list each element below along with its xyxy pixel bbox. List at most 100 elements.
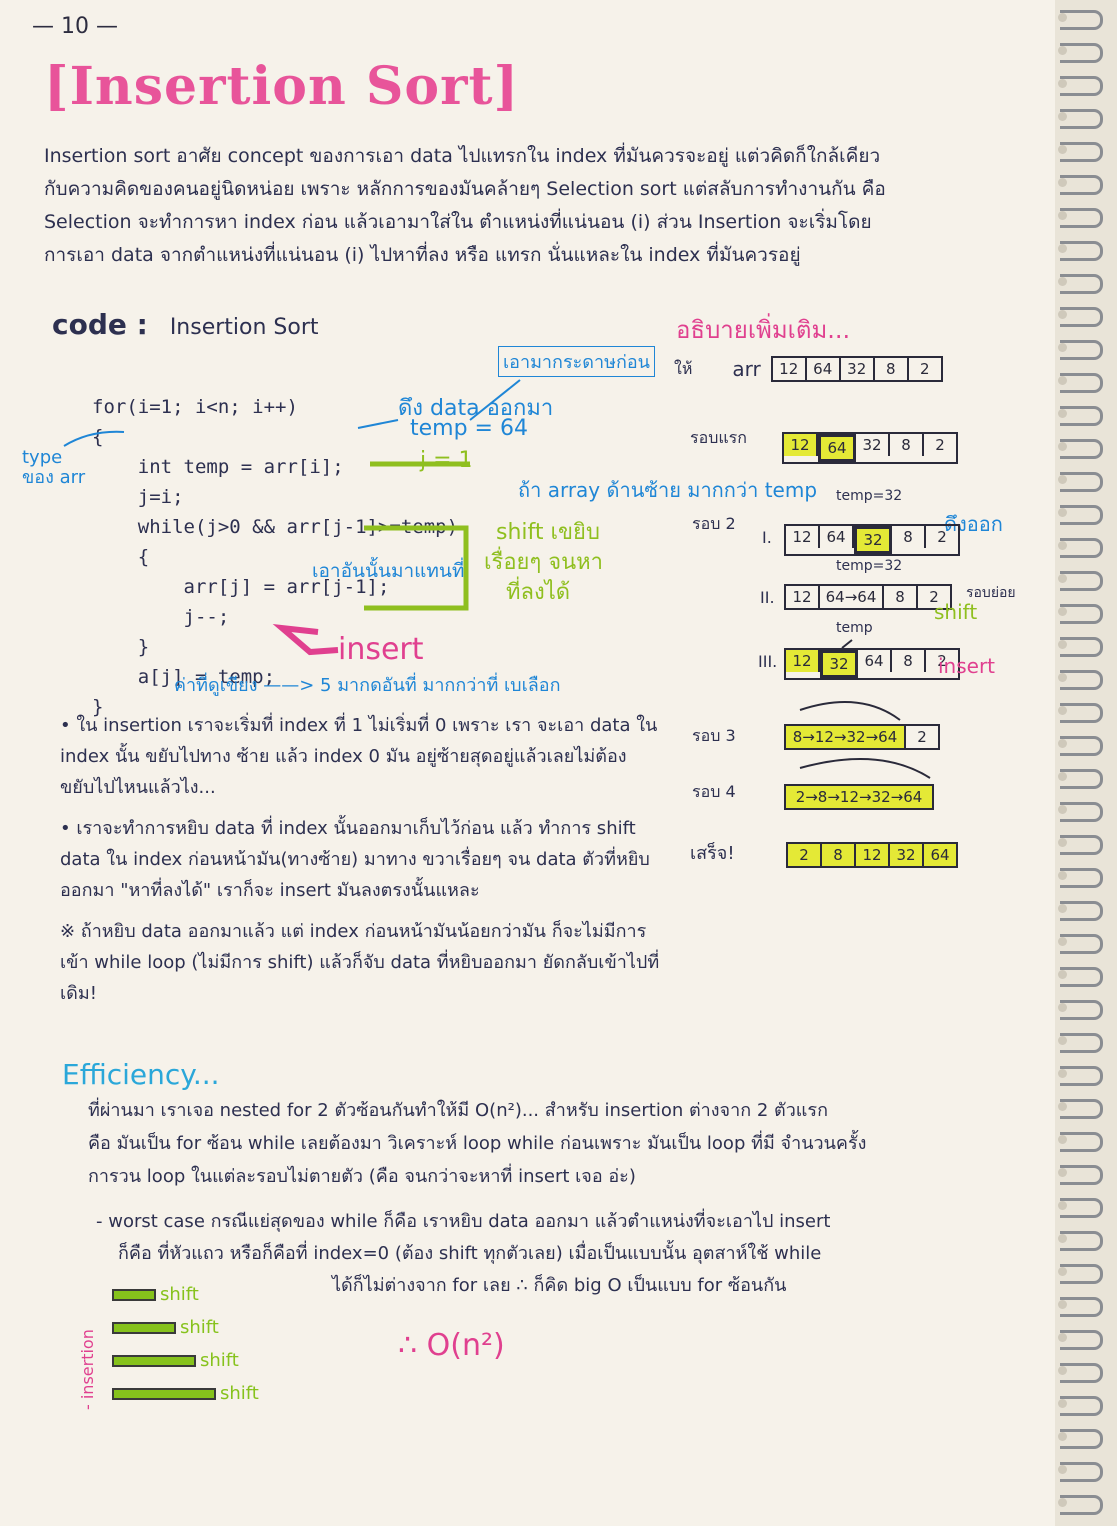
temp32-label-2: temp=32 bbox=[836, 558, 903, 574]
spiral-ring bbox=[1060, 274, 1103, 294]
array-cell: 8 bbox=[875, 358, 909, 380]
spiral-ring bbox=[1060, 1396, 1103, 1416]
given-label: ให้ bbox=[674, 358, 693, 378]
array-cell: 32 bbox=[856, 434, 890, 456]
spiral-ring bbox=[1060, 1066, 1103, 1086]
bullet-item: • ใน insertion เราจะเริ่มที่ index ที่ 1… bbox=[60, 715, 658, 798]
annotation-take-first: เอามากระดาษก่อน bbox=[498, 346, 655, 377]
spiral-hole bbox=[1058, 1069, 1067, 1078]
worst-case-text: - worst case กรณีแย่สุดของ while ก็คือ เ… bbox=[96, 1206, 1046, 1302]
bullet-item: • เราจะทำการหยิบ data ที่ index นั้นออกม… bbox=[60, 818, 650, 901]
spiral-hole bbox=[1058, 541, 1067, 550]
spiral-hole bbox=[1058, 1135, 1067, 1144]
spiral-ring bbox=[1060, 1099, 1103, 1119]
efficiency-line: ที่ผ่านมา เราเจอ nested for 2 ตัวซ้อนกัน… bbox=[88, 1100, 828, 1121]
intro-line: กับความคิดของคนอยู่นิดหน่อย เพราะ หลักกา… bbox=[44, 178, 886, 200]
code-line: j=i; bbox=[92, 486, 184, 508]
spiral-ring bbox=[1060, 1231, 1103, 1251]
spiral-hole bbox=[1058, 310, 1067, 319]
take-first-line bbox=[469, 379, 521, 421]
spiral-ring bbox=[1060, 1297, 1103, 1317]
shift-bar bbox=[112, 1288, 156, 1301]
insert-arrow bbox=[272, 623, 339, 656]
side-heading: อธิบายเพิ่มเติม... bbox=[676, 316, 851, 344]
roman-ii: II. bbox=[760, 588, 775, 607]
efficiency-text: ที่ผ่านมา เราเจอ nested for 2 ตัวซ้อนกัน… bbox=[88, 1094, 1048, 1193]
array-cell: 2 bbox=[919, 360, 930, 378]
bullet-note: ※ ถ้าหยิบ data ออกมาแล้ว แต่ index ก่อนห… bbox=[60, 921, 660, 1004]
array-cell: 32 bbox=[890, 844, 924, 866]
spiral-ring bbox=[1060, 1462, 1103, 1482]
spiral-hole bbox=[1058, 706, 1067, 715]
spiral-ring bbox=[1060, 439, 1103, 459]
spiral-ring bbox=[1060, 967, 1103, 987]
array-cell: 8 bbox=[822, 844, 856, 866]
shift-diagram: shift shift shift shift bbox=[112, 1284, 259, 1404]
spiral-hole bbox=[1058, 1003, 1067, 1012]
annotation-shift2: เรื่อยๆ จนหา bbox=[484, 550, 604, 575]
spiral-hole bbox=[1058, 1234, 1067, 1243]
spiral-hole bbox=[1058, 1432, 1067, 1441]
round3-arrow bbox=[799, 701, 901, 721]
spiral-ring bbox=[1060, 1198, 1103, 1218]
spiral-hole bbox=[1058, 1168, 1067, 1177]
array-cell: 2 bbox=[917, 728, 927, 746]
code-line: arr[j] = arr[j-1]; bbox=[92, 576, 390, 598]
given-array-row: ให้ arr 12 64 32 8 2 bbox=[674, 356, 943, 382]
array-cell: 32 bbox=[841, 358, 875, 380]
spiral-ring bbox=[1060, 934, 1103, 954]
annotation-shift3: ที่ลงได้ bbox=[506, 580, 571, 605]
spiral-hole bbox=[1058, 145, 1067, 154]
annotation-bottom: ค่าที่ดูเขียง ——> 5 มากดอันที่ มากกว่าที… bbox=[174, 675, 561, 696]
round2-label: รอบ 2 bbox=[692, 514, 736, 533]
array-final: 2 8 12 32 64 bbox=[786, 842, 958, 868]
spiral-hole bbox=[1058, 1465, 1067, 1474]
spiral-ring bbox=[1060, 1363, 1103, 1383]
spiral-ring bbox=[1060, 835, 1103, 855]
code-heading: code :Insertion Sort bbox=[52, 308, 319, 341]
efficiency-heading: Efficiency... bbox=[62, 1058, 220, 1091]
spiral-ring bbox=[1060, 43, 1103, 63]
array-round2-i: 12 64 32 8 2 bbox=[784, 524, 960, 556]
array-cell: 2 bbox=[788, 844, 822, 866]
efficiency-line: การวน loop ในแต่ละรอบไม่ตายตัว (คือ จนกว… bbox=[88, 1166, 636, 1187]
notebook-page bbox=[0, 0, 1060, 1526]
annotation-j1: j = 1 bbox=[420, 448, 473, 473]
array-cell: 12 bbox=[786, 586, 820, 608]
spiral-hole bbox=[1058, 244, 1067, 253]
intro-line: Selection จะทำการหา index ก่อน แล้วเอามา… bbox=[44, 211, 872, 233]
spiral-hole bbox=[1058, 508, 1067, 517]
spiral-hole bbox=[1058, 112, 1067, 121]
spiral-hole bbox=[1058, 1267, 1067, 1276]
spiral-ring bbox=[1060, 736, 1103, 756]
page-number: — 10 — bbox=[32, 14, 118, 39]
array-round4: 2→8→12→32→64 bbox=[784, 784, 934, 810]
code-label: code : bbox=[52, 308, 148, 341]
array-cell: 12 bbox=[856, 844, 890, 866]
array-cell: 12 bbox=[784, 434, 818, 456]
array-round2-ii: 12 64→64 8 2 bbox=[784, 584, 952, 610]
spiral-hole bbox=[1058, 1102, 1067, 1111]
spiral-hole bbox=[1058, 805, 1067, 814]
temp-arrow bbox=[357, 419, 399, 429]
annotation-shift: shift เขยิบ bbox=[496, 520, 600, 545]
temp32-label: temp=32 bbox=[836, 488, 903, 504]
spiral-hole bbox=[1058, 343, 1067, 352]
code-line: { bbox=[92, 426, 104, 448]
spiral-hole bbox=[1058, 937, 1067, 946]
sub-round-label: รอบย่อย bbox=[966, 585, 1016, 601]
spiral-hole bbox=[1058, 277, 1067, 286]
temp-pointer bbox=[841, 639, 853, 649]
spiral-hole bbox=[1058, 46, 1067, 55]
annotation-replace: เอาอันนั้นมาแทนที่ bbox=[312, 560, 465, 582]
spiral-hole bbox=[1058, 1333, 1067, 1342]
spiral-ring bbox=[1060, 76, 1103, 96]
done-label: เสร็จ! bbox=[690, 843, 735, 864]
array-cell: 64 bbox=[924, 844, 956, 866]
spiral-ring bbox=[1060, 538, 1103, 558]
spiral-ring bbox=[1060, 868, 1103, 888]
spiral-ring bbox=[1060, 109, 1103, 129]
spiral-ring bbox=[1060, 175, 1103, 195]
code-line: j--; bbox=[92, 606, 230, 628]
shift-word: shift bbox=[180, 1317, 219, 1338]
